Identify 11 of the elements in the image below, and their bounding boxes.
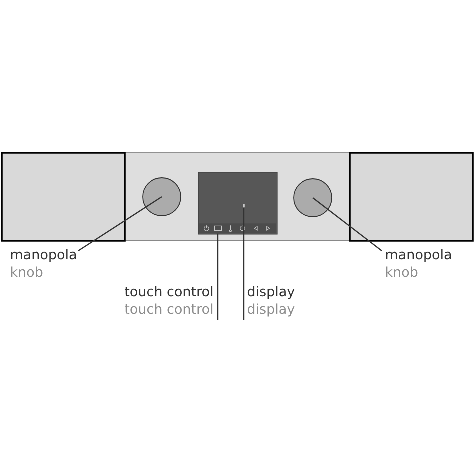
leader-line bbox=[217, 234, 219, 320]
leader-line bbox=[243, 208, 245, 320]
knob bbox=[142, 178, 182, 216]
touch-control-strip bbox=[199, 224, 276, 234]
callout-label: manopola knob bbox=[386, 249, 452, 278]
callout-label: touch control touch control bbox=[124, 286, 213, 314]
callout-label: manopola knob bbox=[11, 249, 76, 278]
knob bbox=[294, 178, 332, 218]
leader-line bbox=[78, 196, 162, 252]
leader-line bbox=[312, 198, 382, 252]
callout-label: display display bbox=[248, 286, 295, 317]
